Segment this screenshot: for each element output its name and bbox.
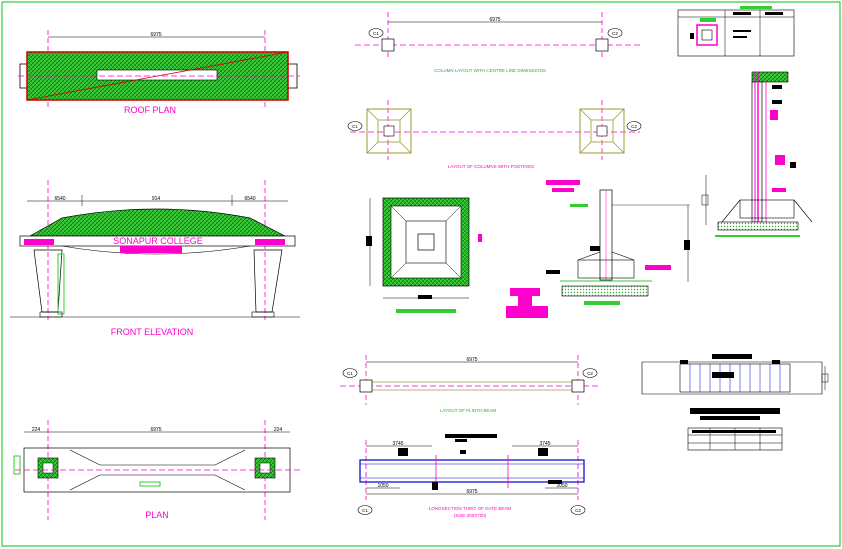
column-layout-title: COLUMN LAYOUT WITH CENTRE LINE DIMENSION… (434, 68, 546, 73)
plan-dim-overall: 6975 (150, 427, 161, 433)
elev-dim-right: 6540 (244, 196, 255, 202)
sec-dim-b: 1050 (556, 483, 567, 489)
gate-beam-long-section: 3745 3745 1050 1050 6975 C1 C2 LONGSECTI… (357, 434, 586, 518)
grid-c1-a: C1 (373, 31, 379, 36)
grid-c1-b: C1 (352, 124, 358, 129)
col-dim-overall: 6975 (489, 17, 500, 23)
plinth-dim-overall: 6975 (466, 357, 477, 363)
footing-section-detail (506, 180, 690, 318)
gridline-bubble-icon (607, 28, 623, 38)
legend-table (677, 6, 795, 57)
footing-plan-detail (366, 197, 482, 313)
plinth-beam-layout: 6975 C1 C2 LAYOUT OF PLINTH BEAM (340, 355, 600, 413)
college-name: SONAPUR COLLEGE (113, 236, 203, 246)
roof-plan: 6975 ROOF PLAN (18, 30, 300, 115)
grid-c2-c: C2 (587, 371, 593, 376)
roof-plan-title: ROOF PLAN (124, 105, 176, 115)
column-reinforcement-elevation (701, 71, 813, 237)
plinth-beam-title: LAYOUT OF PLINTH BEAM (440, 408, 497, 413)
column-footings-title: LAYOUT OF COLUMNS WITH FOOTINGS (448, 164, 534, 169)
front-elevation-title: FRONT ELEVATION (111, 327, 194, 337)
gate-beam-cross-section (641, 354, 829, 451)
sec-dim-a: 1050 (377, 483, 388, 489)
column-box-icon (381, 38, 395, 52)
plan-dim-left: 224 (32, 427, 41, 433)
front-elevation: 6540 914 6540 SONAPUR COLLEGE FRONT ELEV… (10, 180, 300, 337)
long-section-size: (SIZE-300X700) (454, 513, 487, 518)
grid-c2-a: C2 (612, 31, 618, 36)
column-layout: 6975 C1 C2 COLUMN LAYOUT WITH CENTRE LIN… (355, 12, 640, 73)
plan-title: PLAN (145, 510, 169, 520)
column-footings: C1 C2 LAYOUT OF COLUMNS WITH FOOTINGS (347, 100, 642, 169)
grid-c2-d: C2 (575, 508, 581, 513)
elev-dim-mid: 914 (152, 196, 161, 202)
sec-dim-right: 3745 (539, 441, 550, 447)
grid-c1-d: C1 (362, 508, 368, 513)
gridline-bubble-icon (368, 28, 384, 38)
grid-c1-c: C1 (347, 371, 353, 376)
elev-dim-left: 6540 (54, 196, 65, 202)
grid-c2-b: C2 (631, 124, 637, 129)
roof-dim-overall: 6975 (150, 32, 161, 38)
sec-dim-overall: 6975 (466, 489, 477, 495)
plan-view: 224 6975 224 PLAN (13, 420, 300, 520)
column-box-icon (595, 38, 609, 52)
plan-dim-right: 224 (274, 427, 283, 433)
long-section-title: LONGSECTION THRO' OF GATE BEAM (429, 506, 511, 511)
sec-dim-left: 3745 (392, 441, 403, 447)
